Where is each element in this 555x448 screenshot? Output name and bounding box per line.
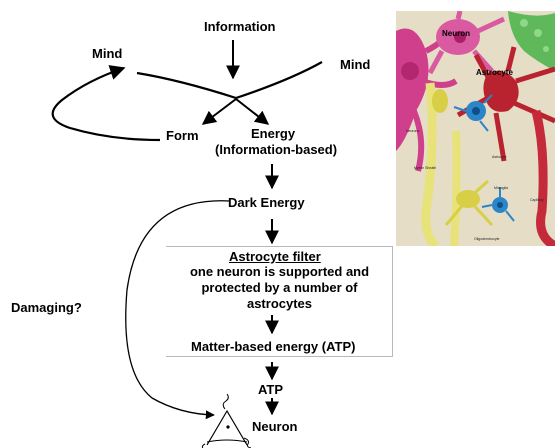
energy-sub-label: (Information-based) <box>215 142 338 157</box>
atp-label: ATP <box>258 382 284 397</box>
illustration-label-astrocyte: Astrocyte <box>476 68 513 77</box>
energy-label: Energy <box>251 126 296 141</box>
mind-curve <box>136 61 323 100</box>
mind-left-label: Mind <box>92 46 123 61</box>
illustration-small-label-astrocyte: Astrocyte <box>492 155 507 159</box>
form-label: Form <box>166 128 199 143</box>
arrow-to-energy <box>235 98 270 125</box>
neuron-top-cell <box>427 11 506 75</box>
illustration-small-label-microglia: Microglia <box>494 186 508 190</box>
filter-title: Astrocyte filter <box>229 249 321 264</box>
filter-line-3: astrocytes <box>246 296 313 311</box>
illustration-drawing: Neuron Astrocyte Neurons Myelin Sheath A… <box>396 11 555 246</box>
damaging-curve <box>125 200 231 420</box>
astrocyte-red-cell <box>456 46 555 246</box>
matter-energy-label: Matter-based energy (ATP) <box>191 339 356 354</box>
myelin-yellow <box>421 82 494 246</box>
filter-line-2: protected by a number of <box>201 280 358 295</box>
illustration-small-label-capillary: Capillary <box>530 198 544 202</box>
mind-right-label: Mind <box>340 57 371 72</box>
damaging-label: Damaging? <box>11 300 82 315</box>
astrocyte-filter-box <box>166 246 393 357</box>
capillary-shape <box>508 11 555 71</box>
microglia-blue <box>453 94 515 222</box>
dark-energy-label: Dark Energy <box>228 195 305 210</box>
neuron-astrocyte-illustration: Neuron Astrocyte Neurons Myelin Sheath A… <box>396 11 555 246</box>
arrow-to-form <box>201 98 237 125</box>
information-label: Information <box>204 19 276 34</box>
neuron-cell-icon <box>201 393 252 448</box>
illustration-small-label-myelin: Myelin Sheath <box>414 166 436 170</box>
illustration-small-label-neurons: Neurons <box>406 129 419 133</box>
filter-line-1: one neuron is supported and <box>189 264 370 279</box>
neuron-label: Neuron <box>252 419 298 434</box>
illustration-small-label-oligodendrocyte: Oligodendrocyte <box>474 237 500 241</box>
loop-form-to-mind <box>51 65 161 142</box>
illustration-label-neuron: Neuron <box>442 29 470 38</box>
